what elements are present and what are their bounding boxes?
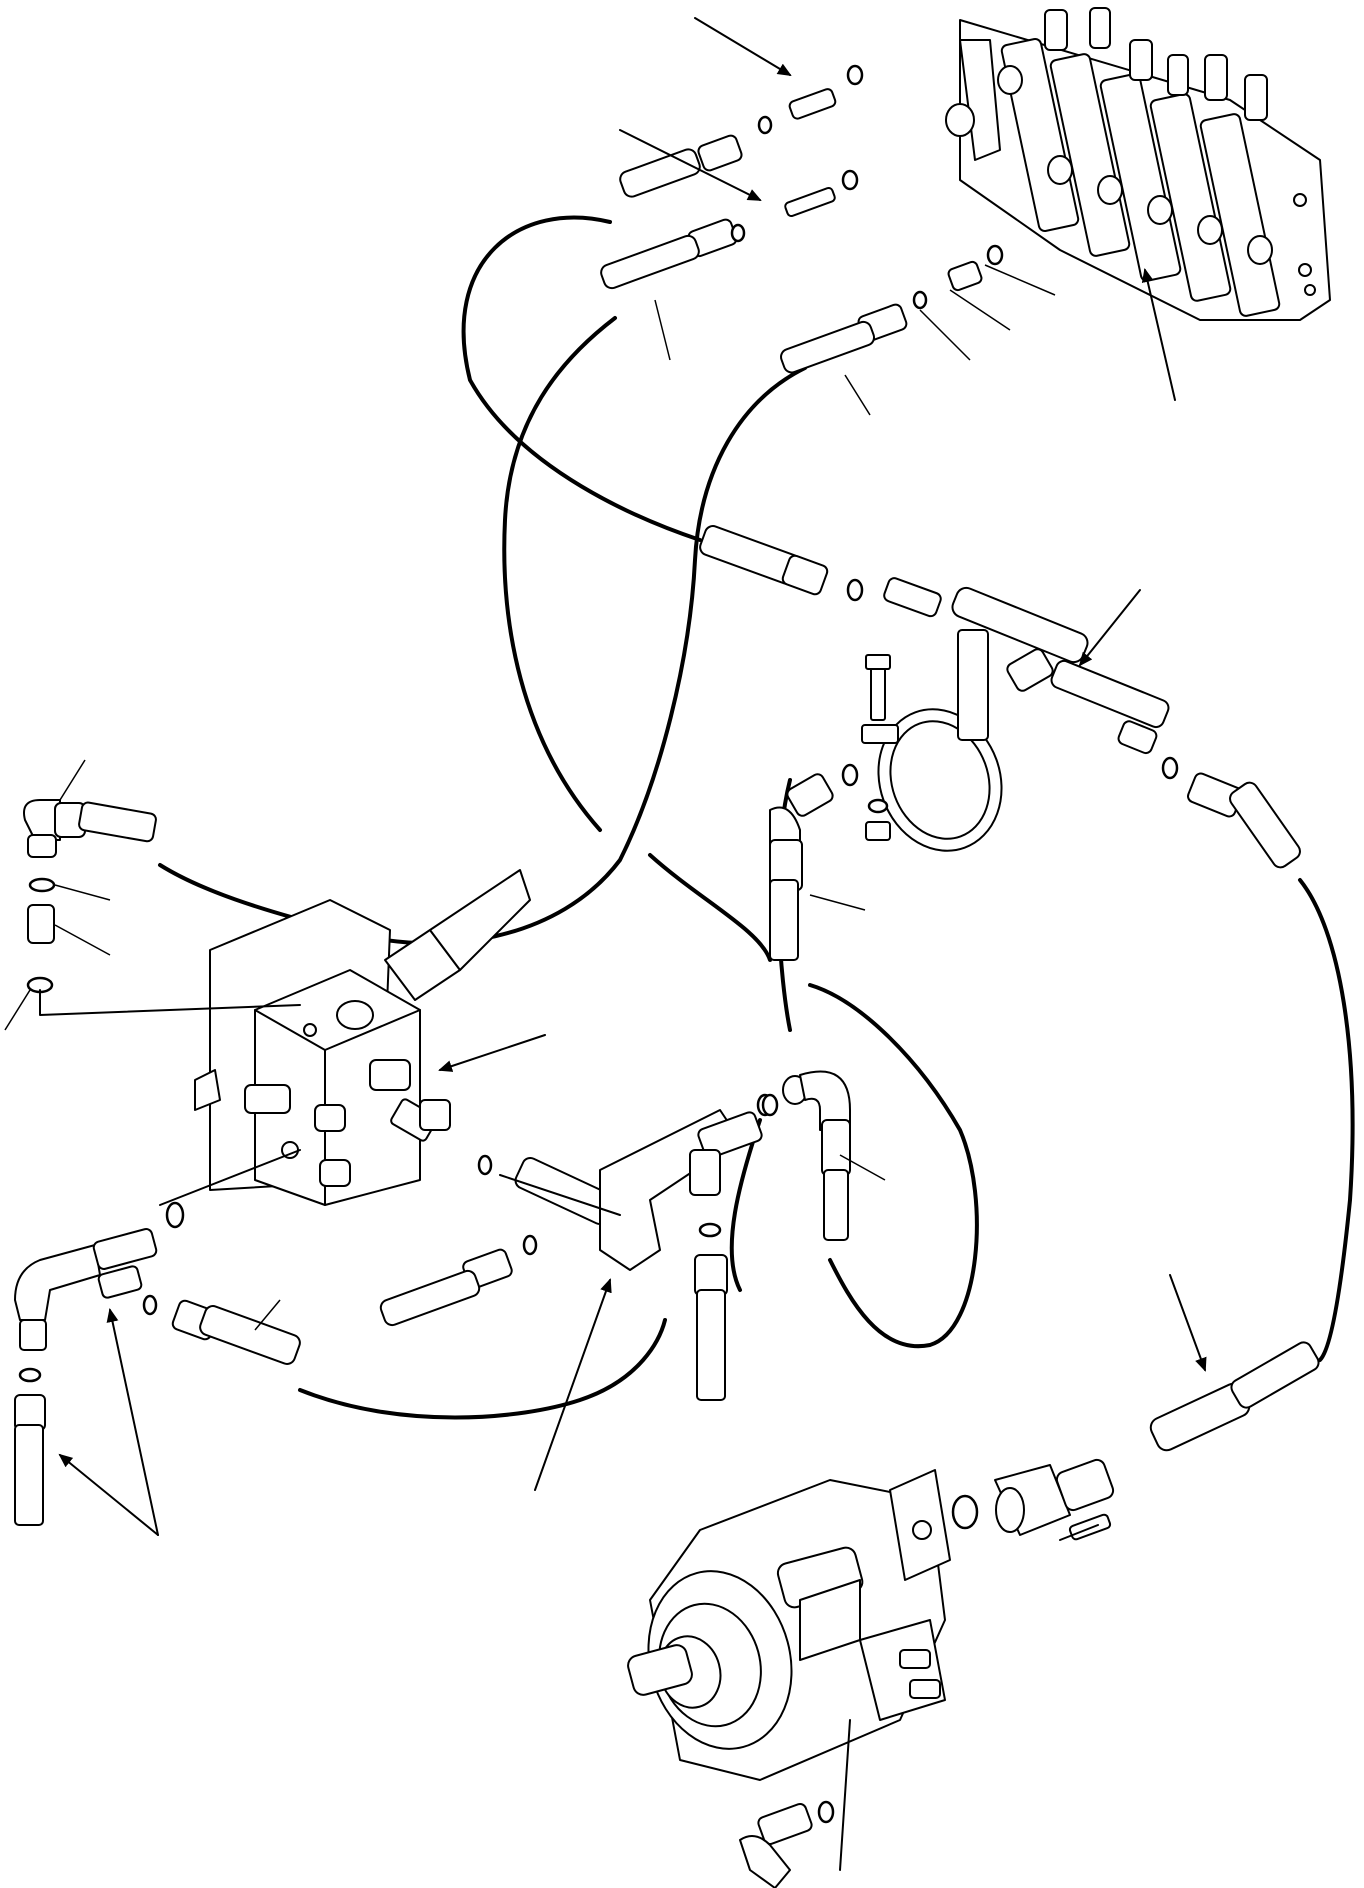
elbow-hose-left xyxy=(23,799,301,1016)
hose-line-d xyxy=(648,853,772,962)
hose-lines xyxy=(158,215,1355,1420)
hose-line-c xyxy=(158,366,807,946)
leader-lines xyxy=(4,264,1056,1331)
hose-line-f xyxy=(1298,878,1355,1362)
elbow-hose-bottom xyxy=(739,1800,835,1888)
leader-arrows xyxy=(58,17,1207,1536)
tee-fitting-left xyxy=(14,1149,301,1526)
tee-fitting-middle xyxy=(379,1093,774,1401)
hydraulic-pump xyxy=(627,1469,951,1871)
tee-fitting-upper xyxy=(699,525,1301,869)
valve-ports xyxy=(945,65,1316,296)
pump-fittings xyxy=(951,1341,1320,1541)
elbow-hose-middle xyxy=(761,1070,851,1241)
hose-line-b xyxy=(502,316,617,832)
hose-line-a xyxy=(461,215,702,542)
hose-line-g xyxy=(298,1318,667,1420)
elbow-hose-upper xyxy=(769,763,859,961)
control-valve-fittings xyxy=(600,64,1004,374)
hose-line-e xyxy=(808,983,979,1349)
hose-clamp xyxy=(861,629,1003,852)
control-valve xyxy=(945,7,1331,321)
valve-spool-stems xyxy=(1044,7,1268,121)
pilot-valve-block xyxy=(194,869,531,1206)
